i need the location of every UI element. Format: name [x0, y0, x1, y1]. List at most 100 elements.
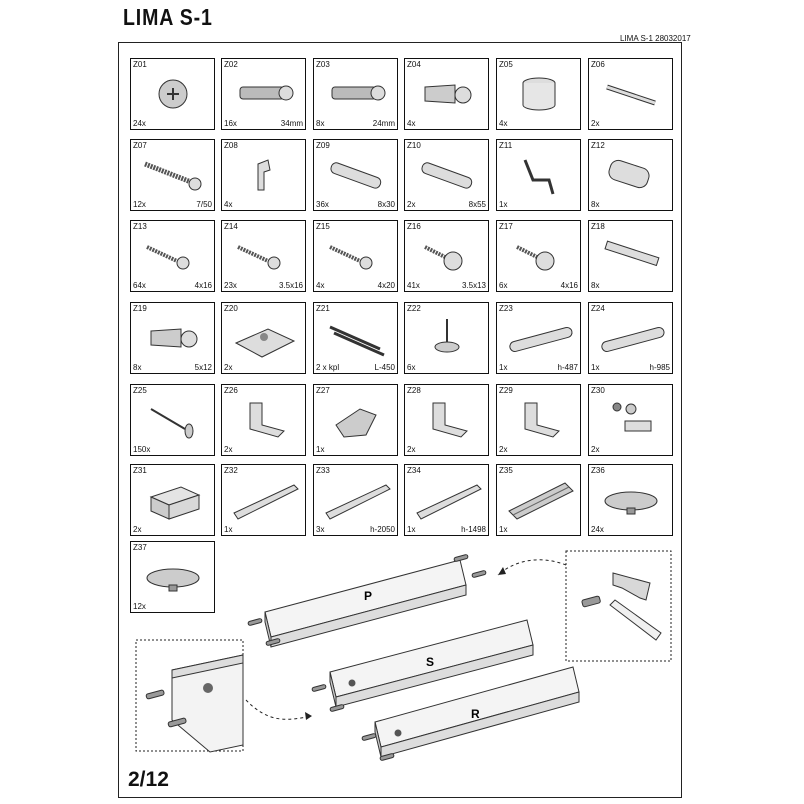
left-detail-box — [135, 639, 244, 752]
hammer-icon — [581, 572, 662, 641]
part-qty: 4x — [499, 119, 508, 128]
page-frame — [118, 42, 682, 798]
part-code: Z03 — [316, 60, 330, 69]
part-code: Z34 — [407, 466, 421, 475]
part-cell-z03: Z03 8x 24mm — [313, 58, 398, 130]
part-qty: 4x — [224, 200, 233, 209]
part-code: Z02 — [224, 60, 238, 69]
profile-icon — [325, 484, 391, 520]
rod-icon — [601, 326, 665, 352]
part-size: h-2050 — [370, 525, 395, 534]
part-qty: 1x — [316, 445, 325, 454]
part-code: Z19 — [133, 304, 147, 313]
lock-set-icon — [612, 402, 652, 432]
part-size: 3.5x13 — [461, 281, 486, 290]
part-code: Z10 — [407, 141, 421, 150]
part-code: Z11 — [499, 141, 513, 150]
part-size: h-985 — [649, 363, 670, 372]
connector-bolt-icon — [239, 85, 294, 101]
part-code: Z08 — [224, 141, 238, 150]
right-detail-box — [565, 550, 672, 662]
hex-key-icon — [523, 159, 555, 195]
left-detail-arrow — [245, 699, 313, 720]
part-qty: 64x — [133, 281, 146, 290]
part-qty: 2x — [224, 363, 233, 372]
part-code: Z29 — [499, 386, 513, 395]
part-cell-z20: Z20 2x — [221, 302, 306, 374]
part-code: Z06 — [591, 60, 605, 69]
part-qty: 2 x kpl — [316, 363, 340, 372]
part-code: Z24 — [591, 304, 605, 313]
part-qty: 8x — [133, 363, 142, 372]
part-qty: 12x — [133, 602, 146, 611]
part-code: Z32 — [224, 466, 238, 475]
part-size: h-487 — [557, 363, 578, 372]
part-qty: 12x — [133, 200, 146, 209]
right-detail-arrow — [497, 559, 567, 576]
anchor-screw-icon — [424, 84, 472, 104]
part-qty: 1x — [499, 200, 508, 209]
bracket-icon — [432, 402, 468, 438]
hinge-plate-icon — [234, 328, 296, 358]
drawer-slide-icon — [329, 325, 385, 357]
part-qty: 1x — [224, 525, 233, 534]
part-code: Z20 — [224, 304, 238, 313]
part-code: Z25 — [133, 386, 147, 395]
panel-label-s: S — [426, 655, 434, 669]
part-code: Z16 — [407, 222, 421, 231]
part-size: 24mm — [372, 119, 395, 128]
profile-icon — [416, 484, 482, 520]
part-size: 4x16 — [560, 281, 578, 290]
part-qty: 36x — [316, 200, 329, 209]
part-code: Z26 — [224, 386, 238, 395]
part-qty: 4x — [407, 119, 416, 128]
connector-bolt-icon — [331, 85, 386, 101]
part-qty: 24x — [591, 525, 604, 534]
part-code: Z01 — [133, 60, 147, 69]
cap-icon — [146, 568, 200, 592]
hinge-icon — [335, 408, 377, 438]
panel-s — [311, 619, 534, 712]
part-qty: 8x — [316, 119, 325, 128]
part-code: Z23 — [499, 304, 513, 313]
screw-icon — [329, 245, 373, 270]
part-qty: 2x — [407, 200, 416, 209]
panel-r — [361, 666, 580, 761]
part-qty: 23x — [224, 281, 237, 290]
part-code: Z04 — [407, 60, 421, 69]
part-code: Z07 — [133, 141, 147, 150]
part-qty: 1x — [591, 363, 600, 372]
part-cell-z08: Z08 4x — [221, 139, 306, 211]
long-screw-icon — [144, 161, 202, 191]
part-qty: 8x — [591, 281, 600, 290]
part-code: Z27 — [316, 386, 330, 395]
part-size: 8x30 — [377, 200, 395, 209]
screw-icon — [146, 245, 190, 270]
washer-screw-icon — [424, 245, 463, 271]
part-size: L-450 — [374, 363, 395, 372]
part-qty: 6x — [407, 363, 416, 372]
panel-p — [247, 554, 487, 648]
